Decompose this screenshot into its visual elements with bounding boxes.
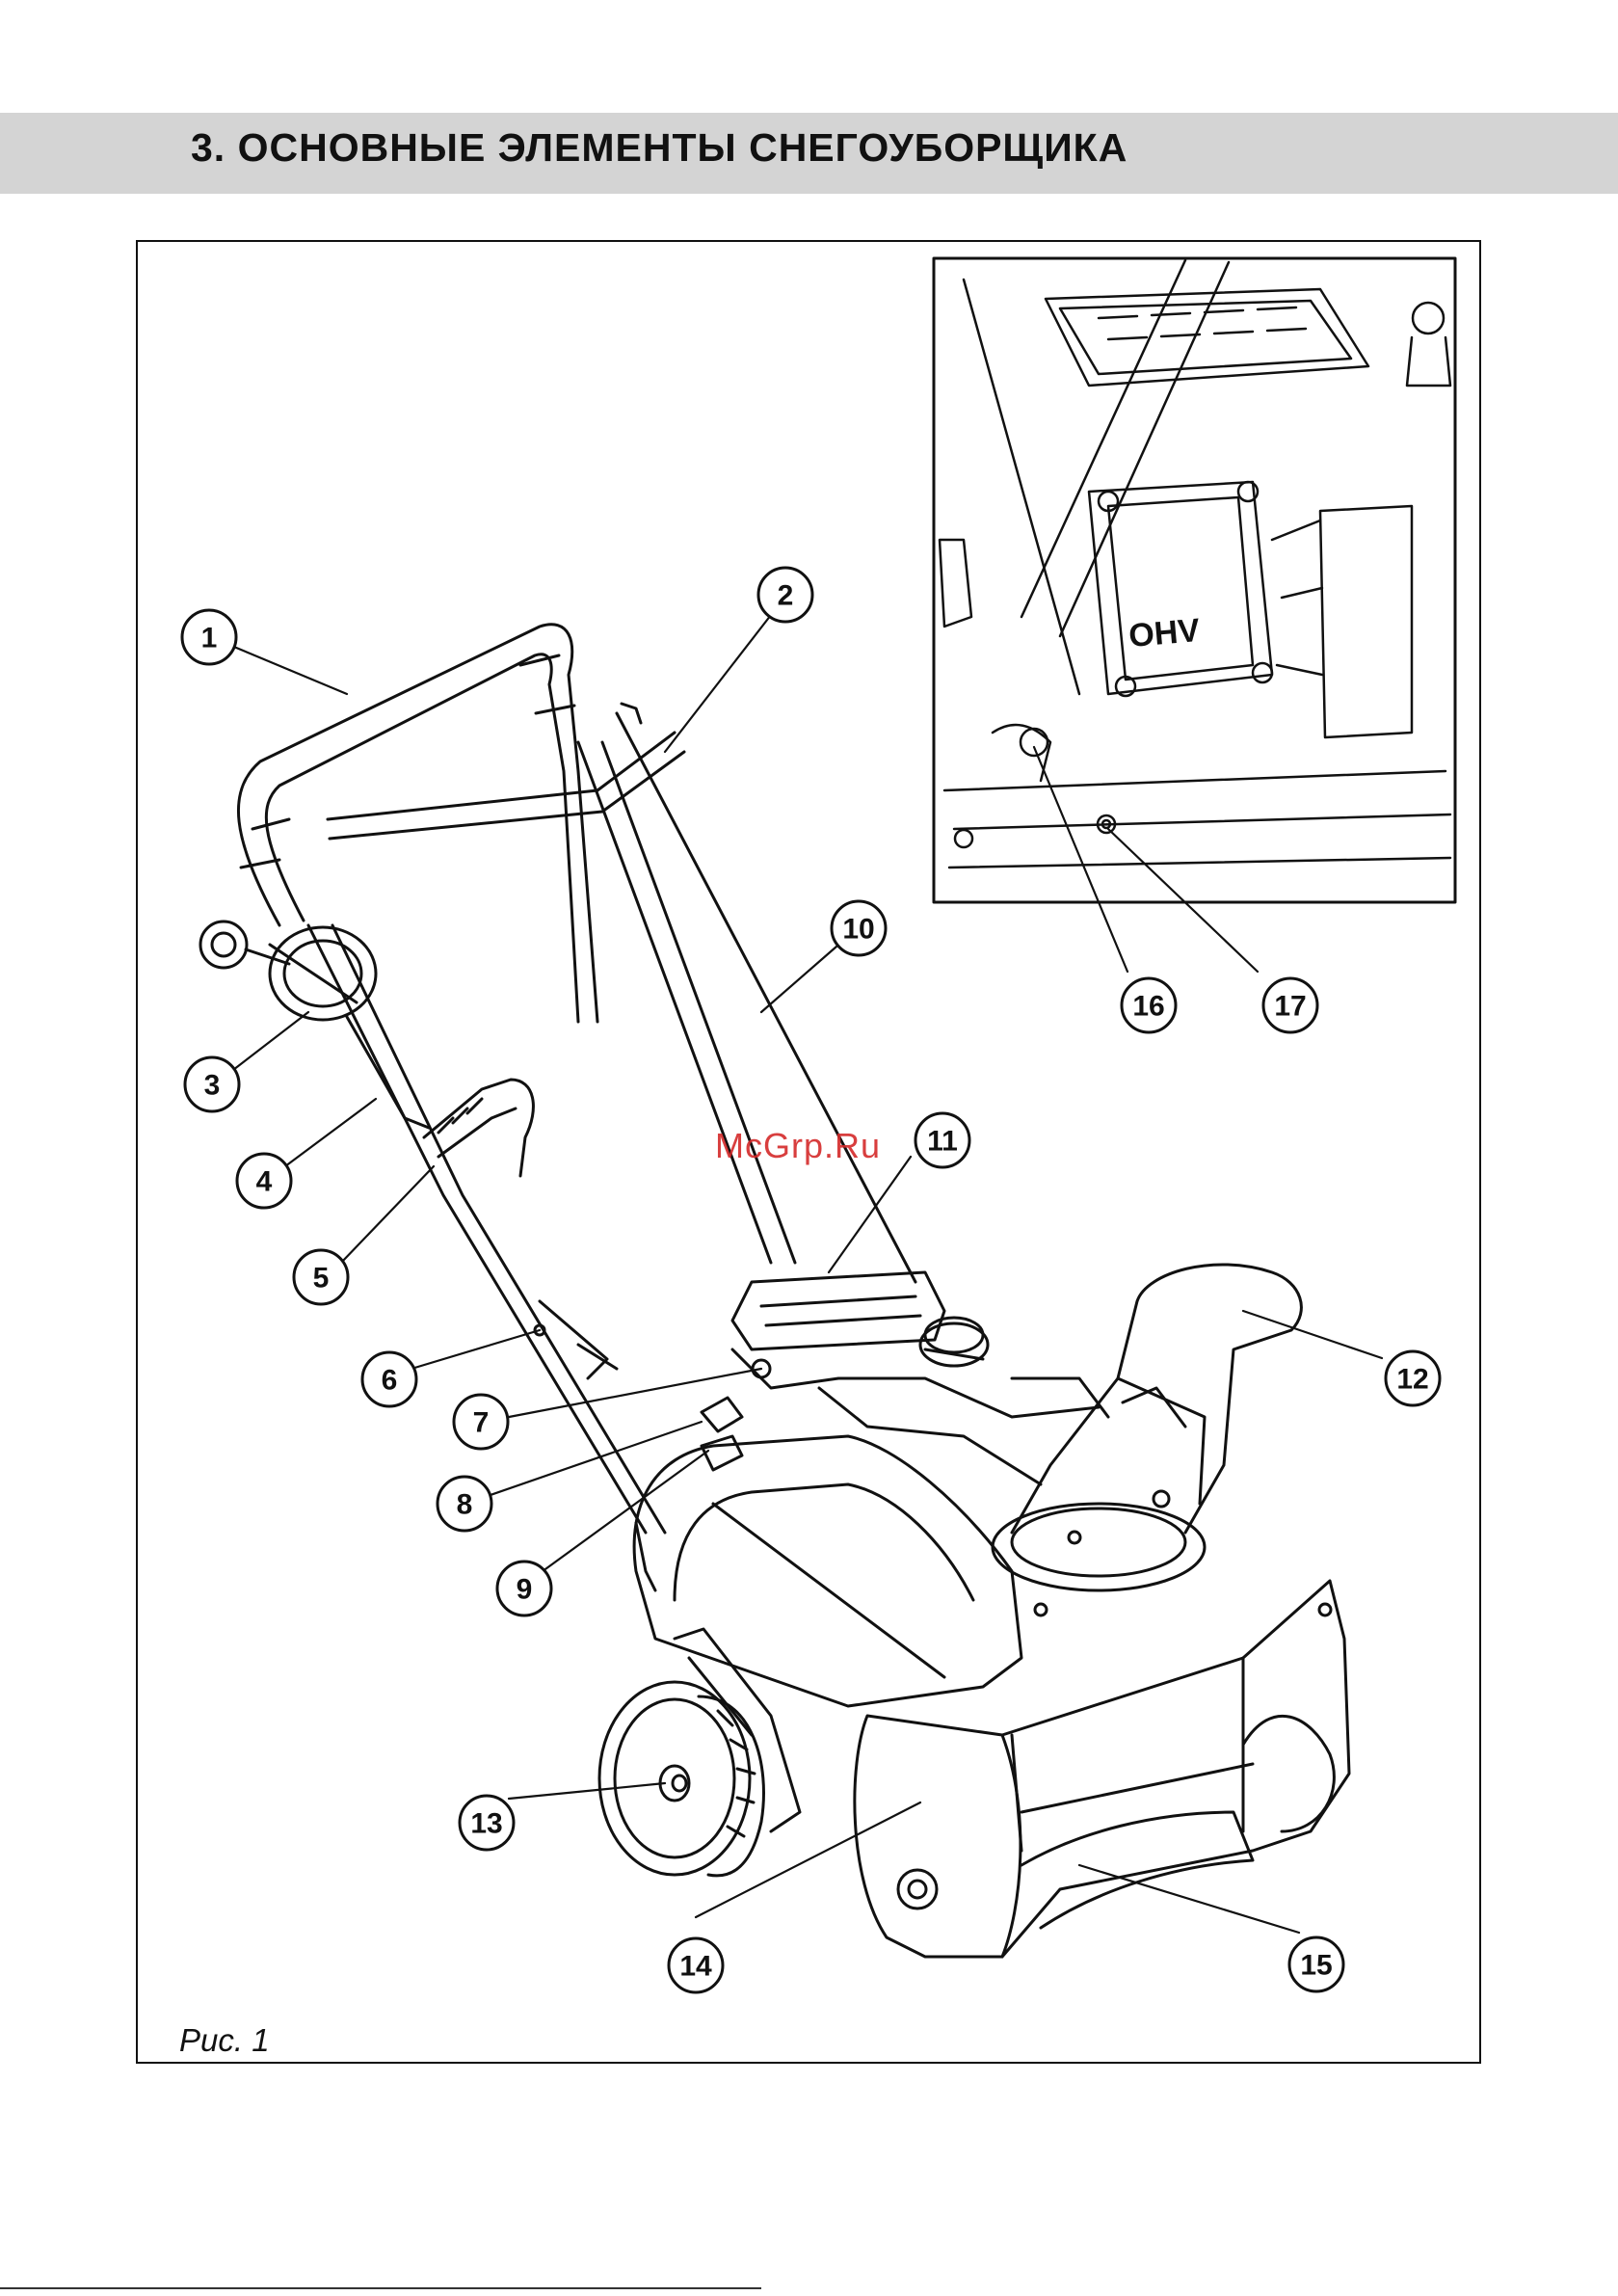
callout-label-2: 2 [778, 580, 794, 612]
callout-label-15: 15 [1300, 1950, 1332, 1982]
snowblower-main [200, 625, 1349, 1957]
callout-label-14: 14 [679, 1951, 712, 1983]
figure-caption: Рис. 1 [179, 2022, 270, 2059]
watermark-text: McGrp.Ru [715, 1126, 881, 1166]
callout-label-13: 13 [470, 1808, 502, 1840]
callout-label-7: 7 [473, 1407, 490, 1439]
callout-label-10: 10 [842, 914, 874, 946]
callout-label-1: 1 [201, 623, 218, 654]
engine-inset-frame [934, 258, 1455, 902]
callout-label-5: 5 [313, 1263, 330, 1295]
callout-label-4: 4 [256, 1166, 273, 1198]
callout-label-8: 8 [457, 1489, 473, 1521]
callout-label-12: 12 [1396, 1364, 1428, 1396]
engine-inset-drawing [940, 260, 1450, 868]
callout-label-3: 3 [204, 1070, 221, 1102]
bottom-rule [0, 2287, 761, 2289]
callout-label-6: 6 [382, 1365, 398, 1397]
callout-label-17: 17 [1274, 991, 1306, 1023]
callout-label-11: 11 [927, 1126, 958, 1158]
callout-label-16: 16 [1132, 991, 1164, 1023]
callout-label-9: 9 [517, 1574, 533, 1606]
ohv-badge-text: OHV [1127, 612, 1202, 654]
